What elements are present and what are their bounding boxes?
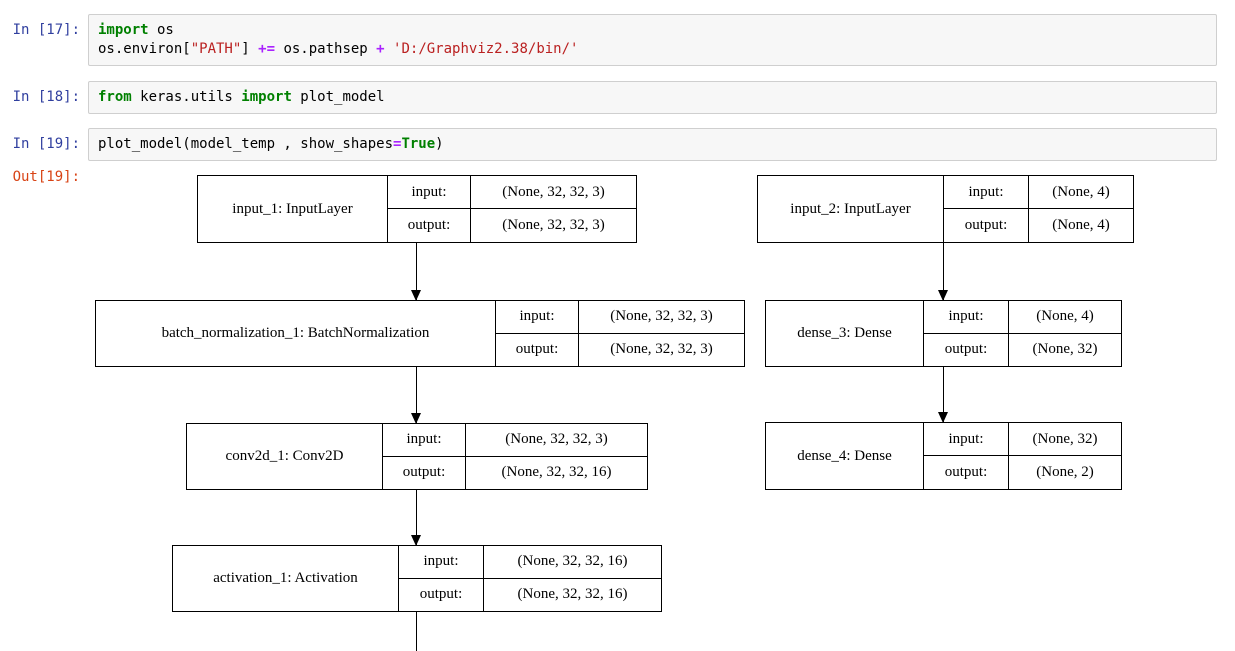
arrowhead-icon bbox=[938, 412, 948, 423]
edge-line-activation-offscreen bbox=[416, 612, 417, 651]
io-key: input: bbox=[924, 423, 1009, 456]
io-key: input: bbox=[383, 424, 466, 457]
io-key: input: bbox=[496, 301, 579, 334]
code-token: += bbox=[258, 41, 276, 57]
io-shape: (None, 32) bbox=[1009, 423, 1121, 456]
input-prompt-18: In [18]: bbox=[12, 89, 80, 105]
io-key: output: bbox=[944, 209, 1029, 242]
layer-node-dense-3: dense_3: Dense input: (None, 4) output: … bbox=[765, 300, 1122, 367]
arrowhead-icon bbox=[411, 535, 421, 546]
io-shape: (None, 32, 32, 16) bbox=[484, 546, 661, 579]
io-shape: (None, 32, 32, 3) bbox=[579, 301, 744, 334]
io-shape: (None, 4) bbox=[1052, 217, 1110, 233]
code-line: os.environ["PATH"] += os.pathsep + 'D:/G… bbox=[98, 40, 1207, 59]
code-token: import bbox=[98, 22, 149, 38]
io-key: output: bbox=[383, 456, 466, 489]
layer-label: dense_4: Dense bbox=[766, 423, 924, 489]
code-cell-input-19[interactable]: plot_model(model_temp , show_shapes=True… bbox=[88, 128, 1217, 161]
io-shape: (None, 2) bbox=[1036, 464, 1094, 480]
io-key: output: bbox=[388, 209, 471, 242]
edge-arrow-input2-dense3 bbox=[938, 243, 948, 301]
input-prompt-17: In [17]: bbox=[12, 22, 80, 38]
io-key: output: bbox=[399, 578, 484, 611]
code-token: keras.utils bbox=[131, 89, 242, 105]
layer-node-dense-4: dense_4: Dense input: (None, 32) output:… bbox=[765, 422, 1122, 490]
io-shape: (None, 32, 32, 3) bbox=[610, 341, 713, 358]
edge-arrow-input1-batchnorm bbox=[411, 243, 421, 301]
code-token: os.pathsep bbox=[275, 41, 377, 57]
io-shape: (None, 32) bbox=[1032, 341, 1098, 358]
io-shape: (None, 32, 32, 16) bbox=[501, 464, 612, 481]
output-prompt-19: Out[19]: bbox=[12, 169, 80, 185]
edge-arrow-dense3-dense4 bbox=[938, 367, 948, 423]
layer-label: input_2: InputLayer bbox=[758, 176, 944, 242]
layer-label: conv2d_1: Conv2D bbox=[187, 424, 383, 489]
code-line: plot_model(model_temp , show_shapes=True… bbox=[98, 135, 1207, 154]
io-shape: (None, 32, 32, 3) bbox=[466, 424, 647, 457]
code-cell-input-17[interactable]: import os os.environ["PATH"] += os.paths… bbox=[88, 14, 1217, 66]
code-token: from bbox=[98, 89, 132, 105]
layer-label: input_1: InputLayer bbox=[198, 176, 388, 242]
io-shape: (None, 4) bbox=[1009, 301, 1121, 334]
code-token: = bbox=[393, 136, 402, 152]
arrowhead-icon bbox=[938, 290, 948, 301]
code-token: import bbox=[241, 89, 292, 105]
io-key: input: bbox=[388, 176, 471, 209]
io-shape: (None, 32, 32, 3) bbox=[502, 217, 605, 233]
code-token: ) bbox=[435, 136, 444, 152]
code-token: "PATH" bbox=[190, 41, 242, 57]
code-token: True bbox=[401, 136, 436, 152]
code-token: + bbox=[376, 41, 385, 57]
edge-arrow-batchnorm-conv2d bbox=[411, 367, 421, 424]
io-key: output: bbox=[924, 456, 1009, 489]
layer-node-conv2d-1: conv2d_1: Conv2D input: (None, 32, 32, 3… bbox=[186, 423, 648, 490]
layer-label: dense_3: Dense bbox=[766, 301, 924, 366]
code-token: plot_model bbox=[291, 89, 385, 105]
layer-label: activation_1: Activation bbox=[173, 546, 399, 611]
code-line: from keras.utils import plot_model bbox=[98, 88, 1207, 107]
layer-label: batch_normalization_1: BatchNormalizatio… bbox=[96, 301, 496, 366]
code-token: 'D:/Graphviz2.38/bin/' bbox=[384, 41, 579, 57]
code-token: ] bbox=[241, 41, 259, 57]
layer-node-activation-1: activation_1: Activation input: (None, 3… bbox=[172, 545, 662, 612]
code-token: os bbox=[148, 22, 174, 38]
code-line: import os bbox=[98, 21, 1207, 40]
code-token: os.environ[ bbox=[98, 41, 191, 57]
io-key: output: bbox=[924, 333, 1009, 366]
layer-node-input-1: input_1: InputLayer input: (None, 32, 32… bbox=[197, 175, 637, 243]
arrowhead-icon bbox=[411, 290, 421, 301]
io-key: output: bbox=[496, 333, 579, 366]
io-shape: (None, 4) bbox=[1029, 176, 1133, 209]
input-prompt-19: In [19]: bbox=[12, 136, 80, 152]
layer-node-input-2: input_2: InputLayer input: (None, 4) out… bbox=[757, 175, 1134, 243]
io-key: input: bbox=[924, 301, 1009, 334]
code-cell-input-18[interactable]: from keras.utils import plot_model bbox=[88, 81, 1217, 114]
edge-arrow-conv2d-activation bbox=[411, 490, 421, 546]
io-key: input: bbox=[944, 176, 1029, 209]
io-shape: (None, 32, 32, 16) bbox=[517, 586, 628, 603]
arrowhead-icon bbox=[411, 413, 421, 424]
io-shape: (None, 32, 32, 3) bbox=[471, 176, 636, 209]
io-key: input: bbox=[399, 546, 484, 579]
code-token: plot_model(model_temp , show_shapes bbox=[98, 136, 394, 152]
layer-node-batch-normalization-1: batch_normalization_1: BatchNormalizatio… bbox=[95, 300, 745, 367]
